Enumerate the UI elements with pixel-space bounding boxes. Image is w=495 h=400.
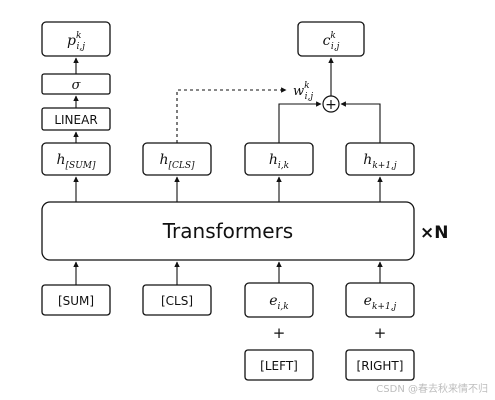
plus-left: +	[273, 324, 286, 342]
e-k1j-node: ek+1,j	[345, 282, 415, 318]
svg-text:+: +	[325, 97, 337, 113]
sum-token-node: [SUM]	[41, 284, 111, 316]
svg-text:Transformers: Transformers	[162, 219, 293, 243]
svg-text:cki,j: cki,j	[323, 31, 340, 52]
edge-hk1j-sum	[340, 101, 381, 143]
e-ik-node: ei,k	[244, 282, 314, 318]
svg-text:LINEAR: LINEAR	[54, 113, 97, 127]
h-sum-node: h[SUM]	[41, 142, 111, 176]
watermark: CSDN @春去秋来情不归	[376, 382, 488, 395]
h-k1j-node: hk+1,j	[345, 142, 415, 176]
svg-text:pki,j: pki,j	[67, 31, 85, 52]
cls-token-node: [CLS]	[142, 284, 212, 316]
svg-text:h[CLS]: h[CLS]	[159, 152, 195, 171]
sigma-node: σ	[41, 73, 111, 95]
svg-text:hk+1,j: hk+1,j	[363, 152, 397, 171]
svg-text:ek+1,j: ek+1,j	[364, 293, 397, 312]
edge-hik-sum	[278, 101, 322, 143]
repeat-label: ×N	[420, 223, 448, 243]
left-token-node: [LEFT]	[244, 349, 314, 381]
right-token-node: [RIGHT]	[345, 349, 415, 381]
h-ik-node: hi,k	[244, 142, 314, 176]
svg-text:[CLS]: [CLS]	[161, 294, 193, 308]
svg-text:σ: σ	[72, 78, 82, 93]
svg-text:[SUM]: [SUM]	[58, 294, 94, 308]
sum-operator: +	[322, 95, 340, 113]
linear-node: LINEAR	[41, 107, 111, 131]
transformers-block: Transformers	[41, 201, 415, 261]
svg-text:[RIGHT]: [RIGHT]	[357, 359, 404, 373]
svg-text:h[SUM]: h[SUM]	[56, 152, 96, 171]
edge-cls-weight	[176, 87, 287, 143]
svg-text:ei,k: ei,k	[269, 293, 289, 312]
svg-text:hi,k: hi,k	[269, 152, 289, 171]
plus-right: +	[374, 324, 387, 342]
h-cls-node: h[CLS]	[142, 142, 212, 176]
svg-text:[LEFT]: [LEFT]	[260, 359, 298, 373]
